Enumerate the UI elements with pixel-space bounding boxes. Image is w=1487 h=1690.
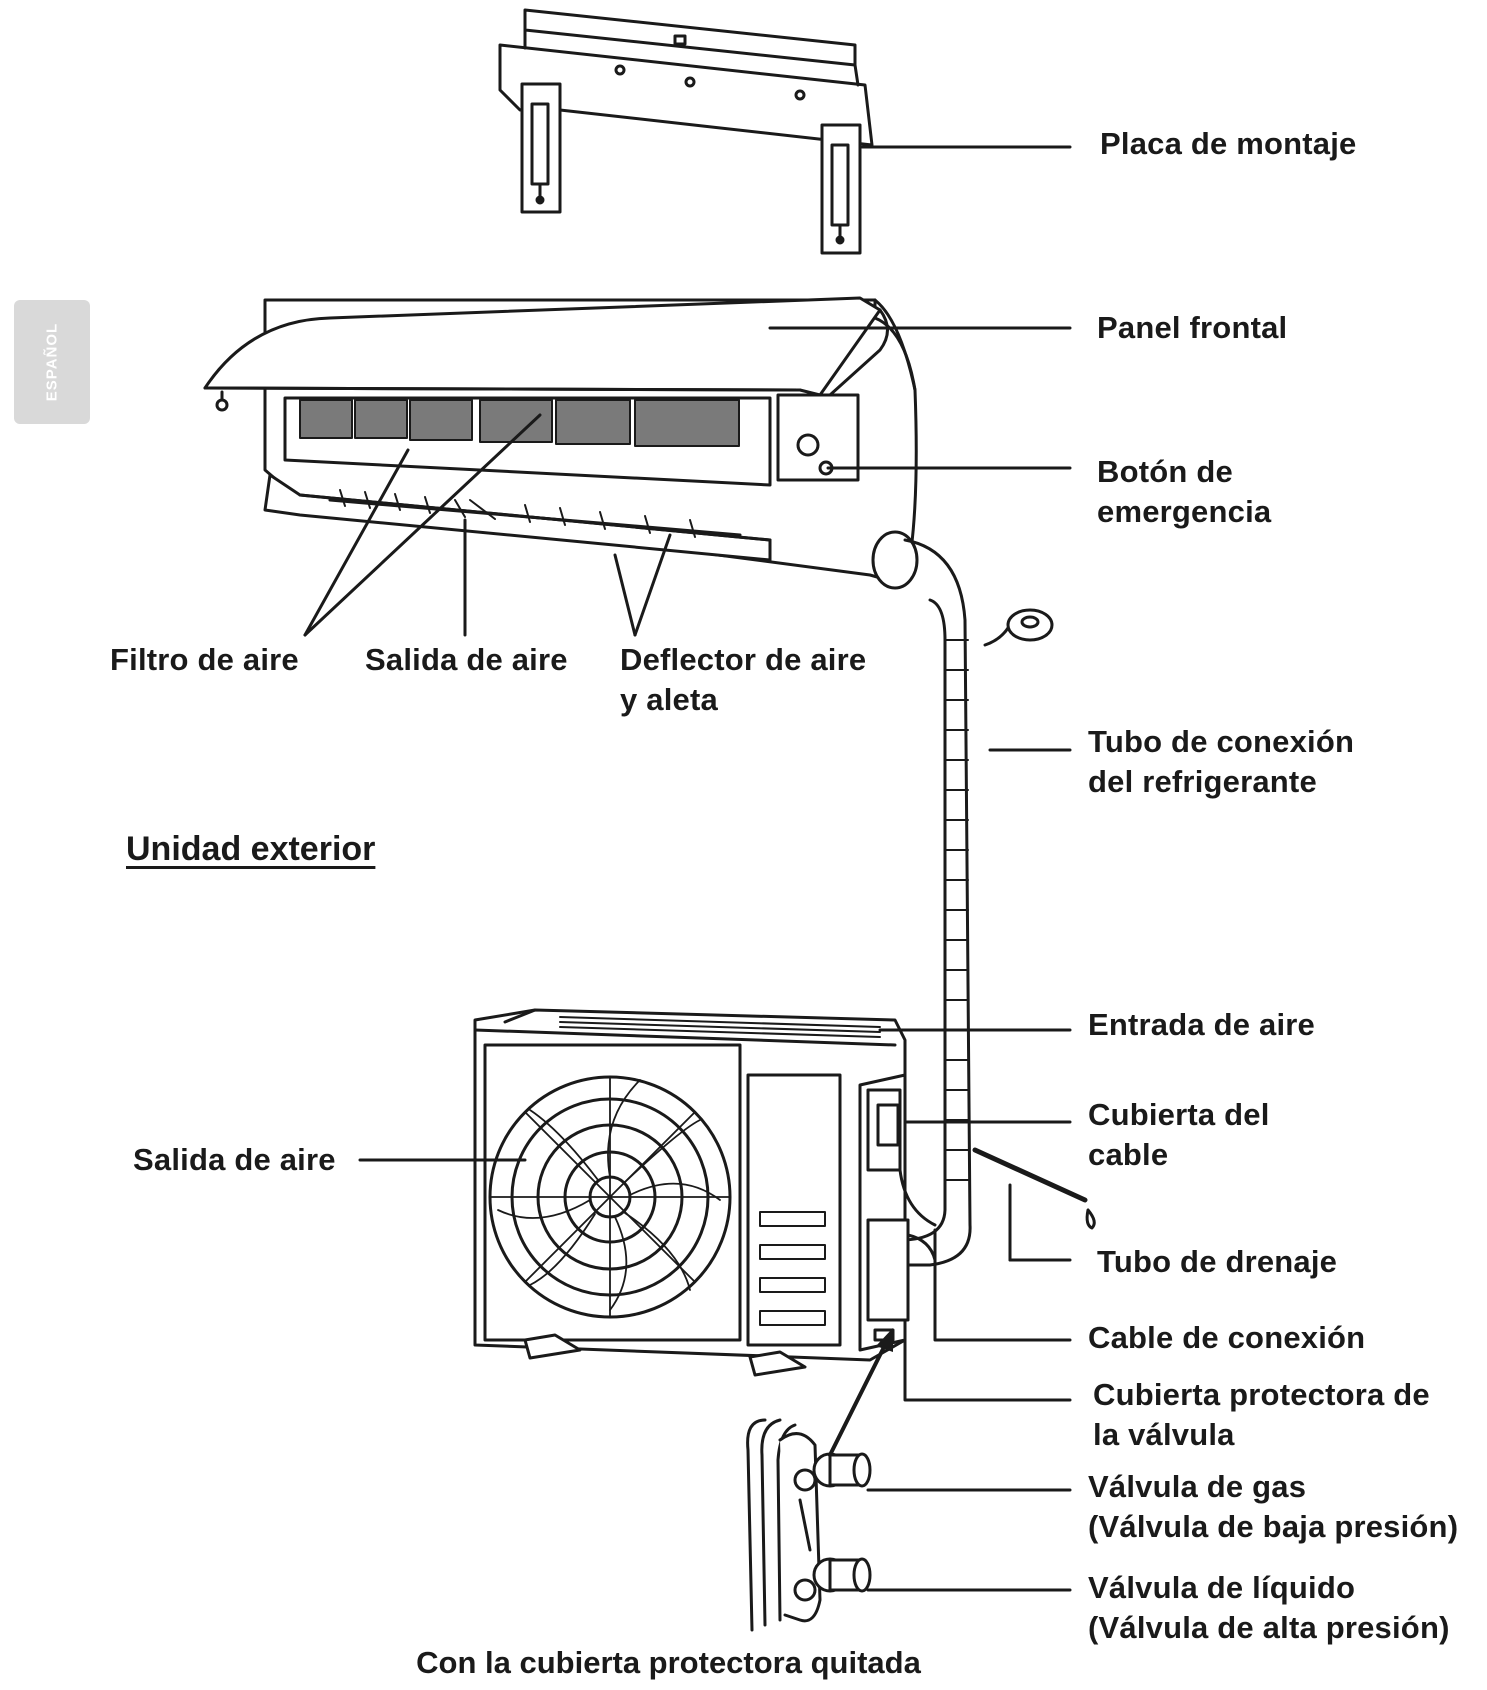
label-gas-valve: Válvula de gas (Válvula de baja presión) — [1088, 1467, 1458, 1547]
leader-lines — [303, 145, 1072, 1592]
label-air-inlet: Entrada de aire — [1088, 1007, 1315, 1042]
mounting-plate-drawing — [498, 8, 874, 255]
label-emergency-button-line2: emergencia — [1097, 494, 1272, 529]
label-cable-cover-line1: Cubierta del — [1088, 1097, 1270, 1132]
label-cable-cover-line2: cable — [1088, 1137, 1169, 1172]
label-air-deflector-line1: Deflector de aire — [620, 642, 867, 677]
label-drain-pipe: Tubo de drenaje — [1097, 1244, 1338, 1279]
label-mounting-plate: Placa de montaje — [1100, 126, 1357, 161]
indoor-unit-drawing — [203, 296, 919, 590]
label-valve-cover-line1: Cubierta protectora de — [1093, 1377, 1430, 1412]
language-tab-label: ESPAÑOL — [43, 322, 61, 402]
section-heading: Unidad exterior — [126, 830, 376, 868]
label-valve-cover: Cubierta protectora de la válvula — [1093, 1375, 1430, 1455]
label-liquid-valve: Válvula de líquido (Válvula de alta pres… — [1088, 1568, 1450, 1648]
language-tab: ESPAÑOL — [14, 300, 90, 424]
label-refrigerant-pipe-line1: Tubo de conexión — [1088, 724, 1355, 759]
label-liquid-valve-line1: Válvula de líquido — [1088, 1570, 1356, 1605]
label-air-deflector-line2: y aleta — [620, 682, 718, 717]
label-air-outlet-indoor: Salida de aire — [365, 642, 568, 677]
outdoor-unit-drawing — [473, 1008, 937, 1377]
label-liquid-valve-line2: (Válvula de alta presión) — [1088, 1610, 1450, 1645]
label-refrigerant-pipe-line2: del refrigerante — [1088, 764, 1317, 799]
caption-row: Con la cubierta protectora quitada — [0, 1645, 1487, 1681]
label-valve-cover-line2: la válvula — [1093, 1417, 1235, 1452]
label-air-filter: Filtro de aire — [110, 642, 299, 677]
label-gas-valve-line2: (Válvula de baja presión) — [1088, 1509, 1459, 1544]
label-air-deflector: Deflector de aire y aleta — [620, 640, 866, 720]
label-emergency-button: Botón de emergencia — [1097, 452, 1271, 532]
label-connection-cable: Cable de conexión — [1088, 1320, 1366, 1355]
label-refrigerant-pipe: Tubo de conexión del refrigerante — [1088, 722, 1354, 802]
service-valves-drawing — [746, 1418, 872, 1632]
label-front-panel: Panel frontal — [1097, 310, 1288, 345]
label-gas-valve-line1: Válvula de gas — [1088, 1469, 1307, 1504]
label-cable-cover: Cubierta del cable — [1088, 1095, 1270, 1175]
refrigerant-pipe-drawing — [888, 538, 1096, 1267]
label-emergency-button-line1: Botón de — [1097, 454, 1233, 489]
caption: Con la cubierta protectora quitada — [416, 1645, 921, 1680]
label-air-outlet-outdoor: Salida de aire — [133, 1142, 336, 1177]
